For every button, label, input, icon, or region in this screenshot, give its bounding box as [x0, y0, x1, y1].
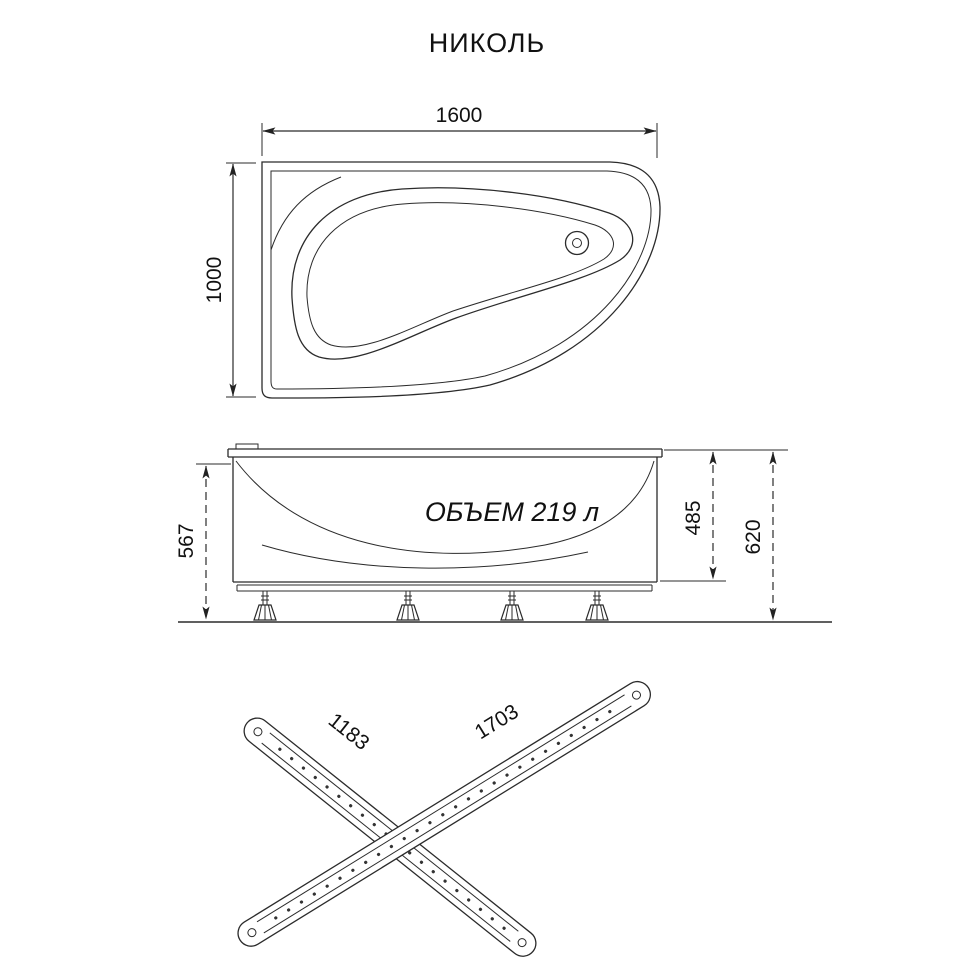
rim-detail [235, 443, 259, 449]
dim-total-height-label: 620 [742, 519, 765, 554]
drain-icon [564, 230, 590, 256]
leg [396, 590, 420, 621]
rail-end-hole-icon [247, 928, 257, 938]
rail-long-length-label: 1703 [471, 700, 523, 744]
mounting-rails: 1183 1703 [237, 680, 651, 957]
dim-body-height-label: 485 [682, 500, 705, 535]
rail-hole-row [278, 747, 507, 931]
dim-width-label: 1600 [436, 104, 483, 127]
rail-short-length-label: 1183 [324, 709, 374, 755]
bowl-inner-contour [306, 202, 614, 348]
rail-end-hole-icon [631, 690, 641, 700]
rail-end-hole-icon [253, 727, 263, 737]
rail-edge-line [263, 705, 632, 934]
leg [585, 590, 609, 621]
rail-long: 1703 [237, 680, 651, 947]
drain-hole-icon [572, 238, 582, 248]
dim-depth-label: 1000 [203, 257, 226, 304]
leg [500, 590, 524, 621]
top-view: 1600 1000 [203, 104, 661, 399]
leg [253, 590, 277, 621]
bowl-bottom-curve [261, 544, 589, 569]
rail-end-hole-icon [517, 938, 527, 948]
bowl-profile-curve [235, 460, 655, 554]
rail-edge-line [256, 694, 625, 923]
volume-label: ОБЪЕМ 219 л [425, 497, 599, 527]
tub-inner-rim-contour [270, 170, 652, 390]
drawing-title: НИКОЛЬ [429, 28, 545, 58]
side-view: ОБЪЕМ 219 л 567 485 620 [175, 443, 832, 623]
tub-outer-contour [261, 161, 661, 399]
deck-edge-line [270, 176, 342, 251]
dim-front-height-label: 567 [175, 523, 198, 558]
bowl-outer-contour [291, 187, 634, 360]
